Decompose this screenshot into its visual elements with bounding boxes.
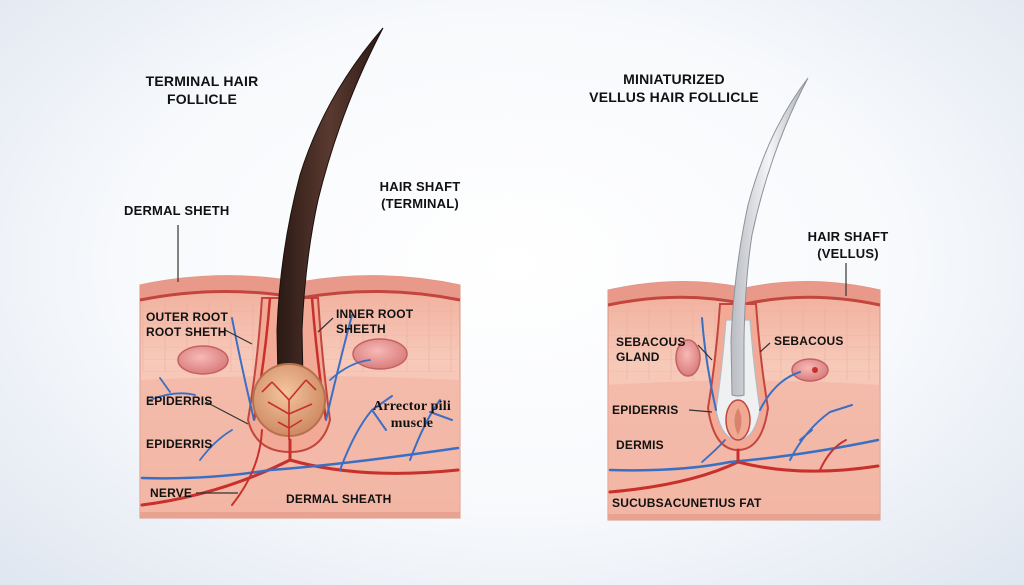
outer-root-line2: ROOT SHETH — [146, 325, 227, 339]
arrector-pili-label: Arrector pili muscle — [368, 398, 456, 432]
vellus-epiderris-label: EPIDERRIS — [612, 403, 679, 417]
epiderris-label-2: EPIDERRIS — [146, 437, 213, 451]
epiderris-label-1: EPIDERRIS — [146, 394, 213, 408]
arrector-line2: muscle — [390, 416, 434, 431]
terminal-shaft-line2: (TERMINAL) — [381, 196, 459, 211]
right-vessels — [608, 317, 880, 494]
arrector-line1: Arrector pili — [373, 399, 451, 414]
inner-root-line1: INNER ROOT — [336, 307, 414, 321]
left-sebaceous-gland-2 — [352, 338, 408, 370]
vellus-heading-line1: MINIATURIZED — [623, 71, 725, 87]
terminal-heading-line1: TERMINAL HAIR — [145, 73, 259, 89]
sebacous-left-line2: GLAND — [616, 350, 660, 364]
nerve-label: NERVE — [150, 486, 193, 500]
left-sebaceous-gland-1 — [177, 345, 229, 375]
terminal-follicle-heading: TERMINAL HAIR FOLLICLE — [142, 72, 262, 108]
terminal-follicle-panel — [139, 27, 461, 519]
right-sebaceous-gland-2 — [791, 358, 829, 382]
sebacous-left-line1: SEBACOUS — [616, 335, 686, 349]
right-leader-lines — [688, 263, 847, 413]
left-vessels — [140, 314, 460, 507]
terminal-hair-shaft-label: HAIR SHAFT (TERMINAL) — [372, 178, 468, 212]
subcutaneous-fat-label: SUCUBSACUNETIUS FAT — [612, 496, 762, 510]
dermal-sheath-bottom-label: DERMAL SHEATH — [286, 492, 392, 506]
vellus-shaft-line2: (VELLUS) — [817, 246, 879, 261]
outer-root-line1: OUTER ROOT — [146, 310, 228, 324]
right-sebaceous-gland-1 — [675, 339, 701, 377]
vellus-follicle-heading: MINIATURIZED VELLUS HAIR FOLLICLE — [574, 70, 774, 106]
outer-root-sheath-label: OUTER ROOT ROOT SHETH — [146, 310, 228, 340]
vellus-papilla-core — [734, 408, 742, 435]
bulb-capillaries — [261, 379, 317, 440]
right-gland-duct — [812, 367, 818, 373]
dermis-label: DERMIS — [616, 438, 664, 452]
terminal-shaft-line1: HAIR SHAFT — [379, 179, 461, 194]
sebacous-gland-left-label: SEBACOUS GLAND — [616, 335, 686, 365]
terminal-heading-line2: FOLLICLE — [166, 91, 238, 107]
right-block-bottom-edge — [608, 514, 880, 520]
inner-root-line2: SHEETH — [336, 322, 386, 336]
vellus-hair-shaft-label: HAIR SHAFT (VELLUS) — [800, 228, 896, 262]
vellus-heading-line2: VELLUS HAIR FOLLICLE — [589, 89, 759, 105]
vellus-hair-shaft — [730, 77, 809, 397]
dermal-sheath-top-label: DERMAL SHETH — [124, 203, 230, 218]
vellus-shaft-line1: HAIR SHAFT — [807, 229, 889, 244]
vellus-follicle-panel — [607, 77, 881, 521]
inner-root-sheath-label: INNER ROOT SHEETH — [336, 307, 413, 337]
sebacous-right-label: SEBACOUS — [774, 334, 844, 348]
left-block-bottom-edge — [140, 512, 460, 518]
left-leader-lines — [177, 225, 334, 494]
